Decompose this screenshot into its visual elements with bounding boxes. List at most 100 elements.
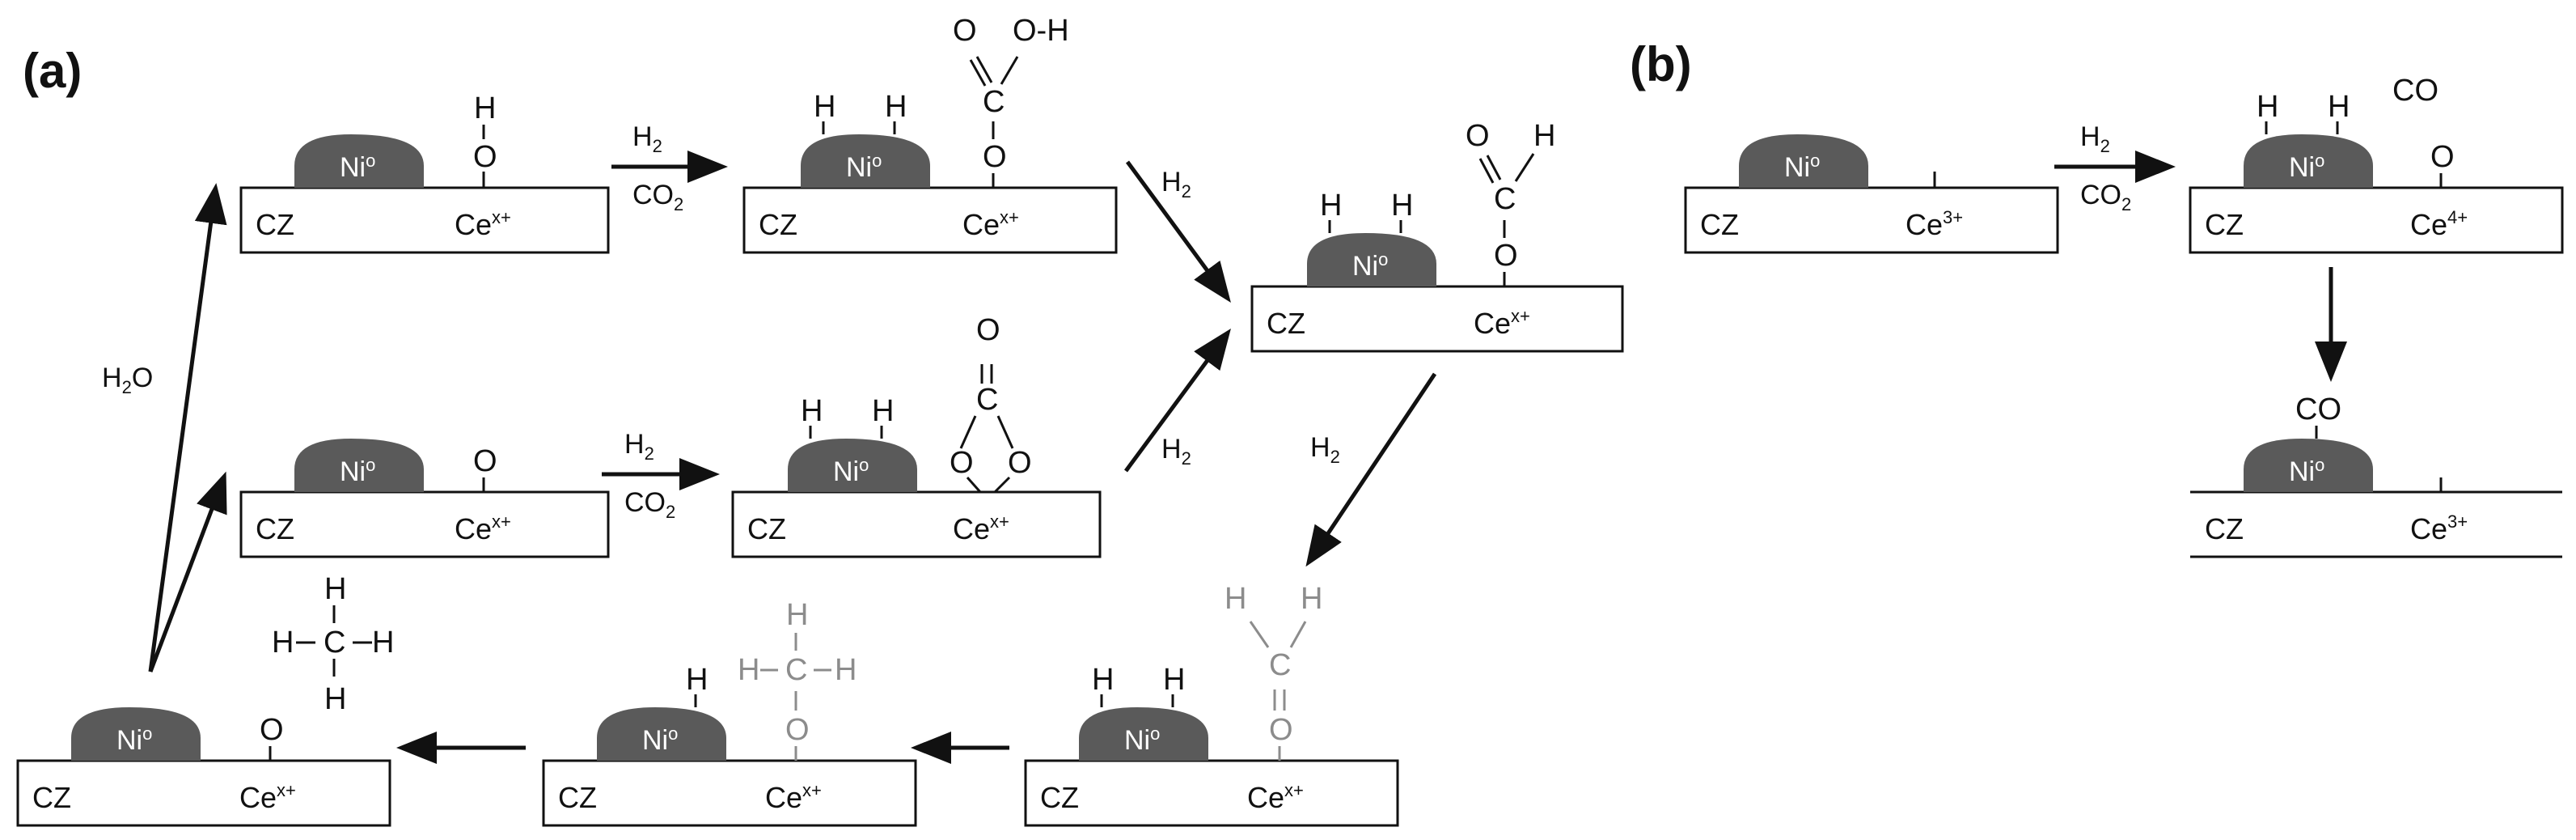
cz-support xyxy=(542,759,917,827)
atom-h: H xyxy=(1092,663,1114,697)
atom-o: O xyxy=(983,140,1007,174)
ce-label: Ce3+ xyxy=(2410,511,2468,545)
atom-o: O xyxy=(1008,446,1032,480)
atom-c: C xyxy=(1269,648,1291,682)
cz-support xyxy=(742,186,1118,254)
reagent-h2: H2 xyxy=(624,429,654,464)
ni-label: Nio xyxy=(1784,151,1820,183)
co-molecule: CO xyxy=(2392,74,2439,108)
ni-label: Nio xyxy=(116,723,152,756)
reagent-h2: H2 xyxy=(632,121,662,156)
methane-molecule: C H H H H xyxy=(272,572,394,716)
arrow-a8-to-a1 xyxy=(148,183,227,672)
atom-o: O xyxy=(953,14,977,48)
state-a3-oxygen: Nio CZ Cex+ O xyxy=(239,439,610,558)
cz-label: CZ xyxy=(256,512,294,545)
reagent-co2: CO2 xyxy=(632,180,683,214)
state-a1-hydroxyl: Nio CZ Cex+ O H xyxy=(239,91,610,254)
cz-label: CZ xyxy=(759,208,797,241)
ce-label: Cex+ xyxy=(1474,306,1530,340)
cz-support xyxy=(2189,186,2564,254)
ni-label: Nio xyxy=(340,151,375,183)
cz-label: CZ xyxy=(1267,307,1305,340)
atom-c: C xyxy=(983,85,1005,119)
cz-label: CZ xyxy=(1040,781,1079,814)
reagent-h2: H2 xyxy=(2080,121,2110,156)
atom-h: H xyxy=(801,394,823,428)
ni-particle xyxy=(71,707,201,761)
state-a8-methane-release: Nio CZ Cex+ O xyxy=(16,707,391,827)
atom-h: H xyxy=(324,682,346,716)
ce-label: Cex+ xyxy=(239,780,296,814)
atom-o: O xyxy=(976,313,1000,347)
ni-label: Nio xyxy=(833,455,869,487)
ce-label: Cex+ xyxy=(455,511,511,545)
ce-label: Cex+ xyxy=(765,780,822,814)
ni-label: Nio xyxy=(642,723,678,756)
atom-h: H xyxy=(738,653,759,687)
ni-particle xyxy=(2244,439,2373,492)
ce-label: Cex+ xyxy=(1247,780,1304,814)
atom-c: C xyxy=(976,383,998,417)
reagent-h2: H2 xyxy=(1310,432,1340,467)
atom-h: H xyxy=(1391,189,1413,223)
state-a6-formaldehyde: Nio H H CZ Cex+ O C H H xyxy=(1024,582,1399,827)
cz-support xyxy=(16,759,391,827)
ni-particle xyxy=(1079,707,1208,761)
atom-oh: O-H xyxy=(1013,14,1069,48)
atom-h: H xyxy=(872,394,894,428)
cz-label: CZ xyxy=(558,781,597,814)
arrow-a2-to-a5 xyxy=(1125,160,1231,303)
cz-support xyxy=(1684,186,2059,254)
state-a7-methoxy: Nio H CZ Cex+ O C H H H xyxy=(542,598,917,827)
ni-label: Nio xyxy=(340,455,375,487)
ni-label: Nio xyxy=(1124,723,1160,756)
ni-particle xyxy=(801,134,930,188)
ni-particle xyxy=(294,134,424,188)
atom-h: H xyxy=(686,663,708,697)
reagent-h2: H2 xyxy=(1161,167,1191,202)
ce-label: Cex+ xyxy=(962,207,1019,241)
atom-o: O xyxy=(473,140,497,174)
atom-h: H xyxy=(835,653,857,687)
arrow-a5-to-a6 xyxy=(1305,372,1437,567)
atom-h: H xyxy=(1163,663,1185,697)
atom-o: O xyxy=(950,446,974,480)
ni-particle xyxy=(1307,233,1436,286)
state-b2-oxidized: Nio H H CZ Ce4+ O CO xyxy=(2189,74,2564,254)
ni-label: Nio xyxy=(2289,455,2324,487)
cz-support xyxy=(239,186,610,254)
atom-o: O xyxy=(1269,713,1293,747)
panel-b-label: (b) xyxy=(1630,37,1692,91)
atom-o: O xyxy=(785,713,810,747)
atom-h: H xyxy=(814,90,835,124)
ni-particle xyxy=(2244,134,2373,188)
atom-h: H xyxy=(1301,582,1322,616)
ce-label: Cex+ xyxy=(953,511,1009,545)
atom-o: O xyxy=(1494,239,1518,273)
ce-label: Cex+ xyxy=(455,207,511,241)
atom-h: H xyxy=(2328,90,2350,124)
atom-o: O xyxy=(2430,140,2455,174)
ni-label: Nio xyxy=(2289,151,2324,183)
ce-label: Ce3+ xyxy=(1906,207,1963,241)
reagent-co2: CO2 xyxy=(624,487,675,522)
state-a2-bicarbonate: Nio H H CZ Cex+ O C O O-H xyxy=(742,14,1118,254)
cz-support xyxy=(731,490,1102,558)
atom-h: H xyxy=(885,90,907,124)
atom-h: H xyxy=(1533,119,1555,153)
atom-h: H xyxy=(474,91,496,125)
reagent-h2o: H2O xyxy=(102,363,153,397)
atom-h: H xyxy=(1320,189,1342,223)
state-b1-reduced: Nio CZ Ce3+ xyxy=(1684,134,2059,254)
ni-particle xyxy=(294,439,424,492)
cz-label: CZ xyxy=(256,208,294,241)
atom-o: O xyxy=(1466,119,1490,153)
atom-c: C xyxy=(1494,182,1516,216)
state-a4-carbonate: Nio H H CZ Cex+ O O C O xyxy=(731,313,1102,558)
cz-label: CZ xyxy=(2205,512,2244,545)
cz-support xyxy=(1250,285,1624,353)
ni-label: Nio xyxy=(1352,249,1388,282)
ni-particle xyxy=(597,707,726,761)
arrow-a8-to-a3 xyxy=(148,471,227,672)
